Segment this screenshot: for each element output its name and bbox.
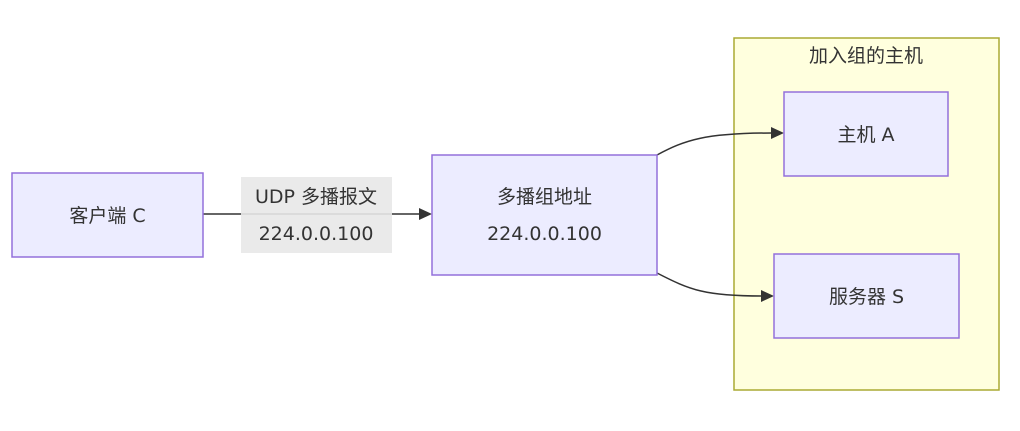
node-server-s[interactable]: 服务器 S	[773, 253, 960, 339]
node-multicast-group[interactable]: 多播组地址 224.0.0.100	[431, 154, 658, 276]
node-label: 服务器 S	[829, 286, 904, 308]
node-box[interactable]	[773, 253, 960, 339]
node-box[interactable]	[783, 91, 949, 177]
edge-group-to-server-s	[656, 272, 774, 302]
edge-label-client-to-group: UDP 多播报文 224.0.0.100	[241, 177, 392, 253]
node-label-line2: 224.0.0.100	[487, 223, 602, 245]
edge-label-line1: UDP 多播报文	[255, 186, 377, 208]
node-box[interactable]	[11, 172, 204, 258]
edge-label-line2: 224.0.0.100	[259, 223, 374, 245]
edge-line	[656, 132, 773, 156]
arrow-head	[761, 290, 774, 302]
edge-line	[656, 272, 763, 297]
cluster-title: 加入组的主机	[809, 45, 923, 67]
node-box[interactable]	[431, 154, 658, 276]
node-label: 主机 A	[837, 124, 894, 146]
edge-label-background	[241, 177, 392, 253]
node-client-c[interactable]: 客户端 C	[11, 172, 204, 258]
node-host-a[interactable]: 主机 A	[783, 91, 949, 177]
edge-group-to-host-a	[656, 127, 784, 156]
node-label-line1: 多播组地址	[497, 186, 592, 208]
node-label: 客户端 C	[69, 205, 145, 227]
arrow-head	[771, 127, 784, 139]
arrow-head	[419, 208, 432, 220]
